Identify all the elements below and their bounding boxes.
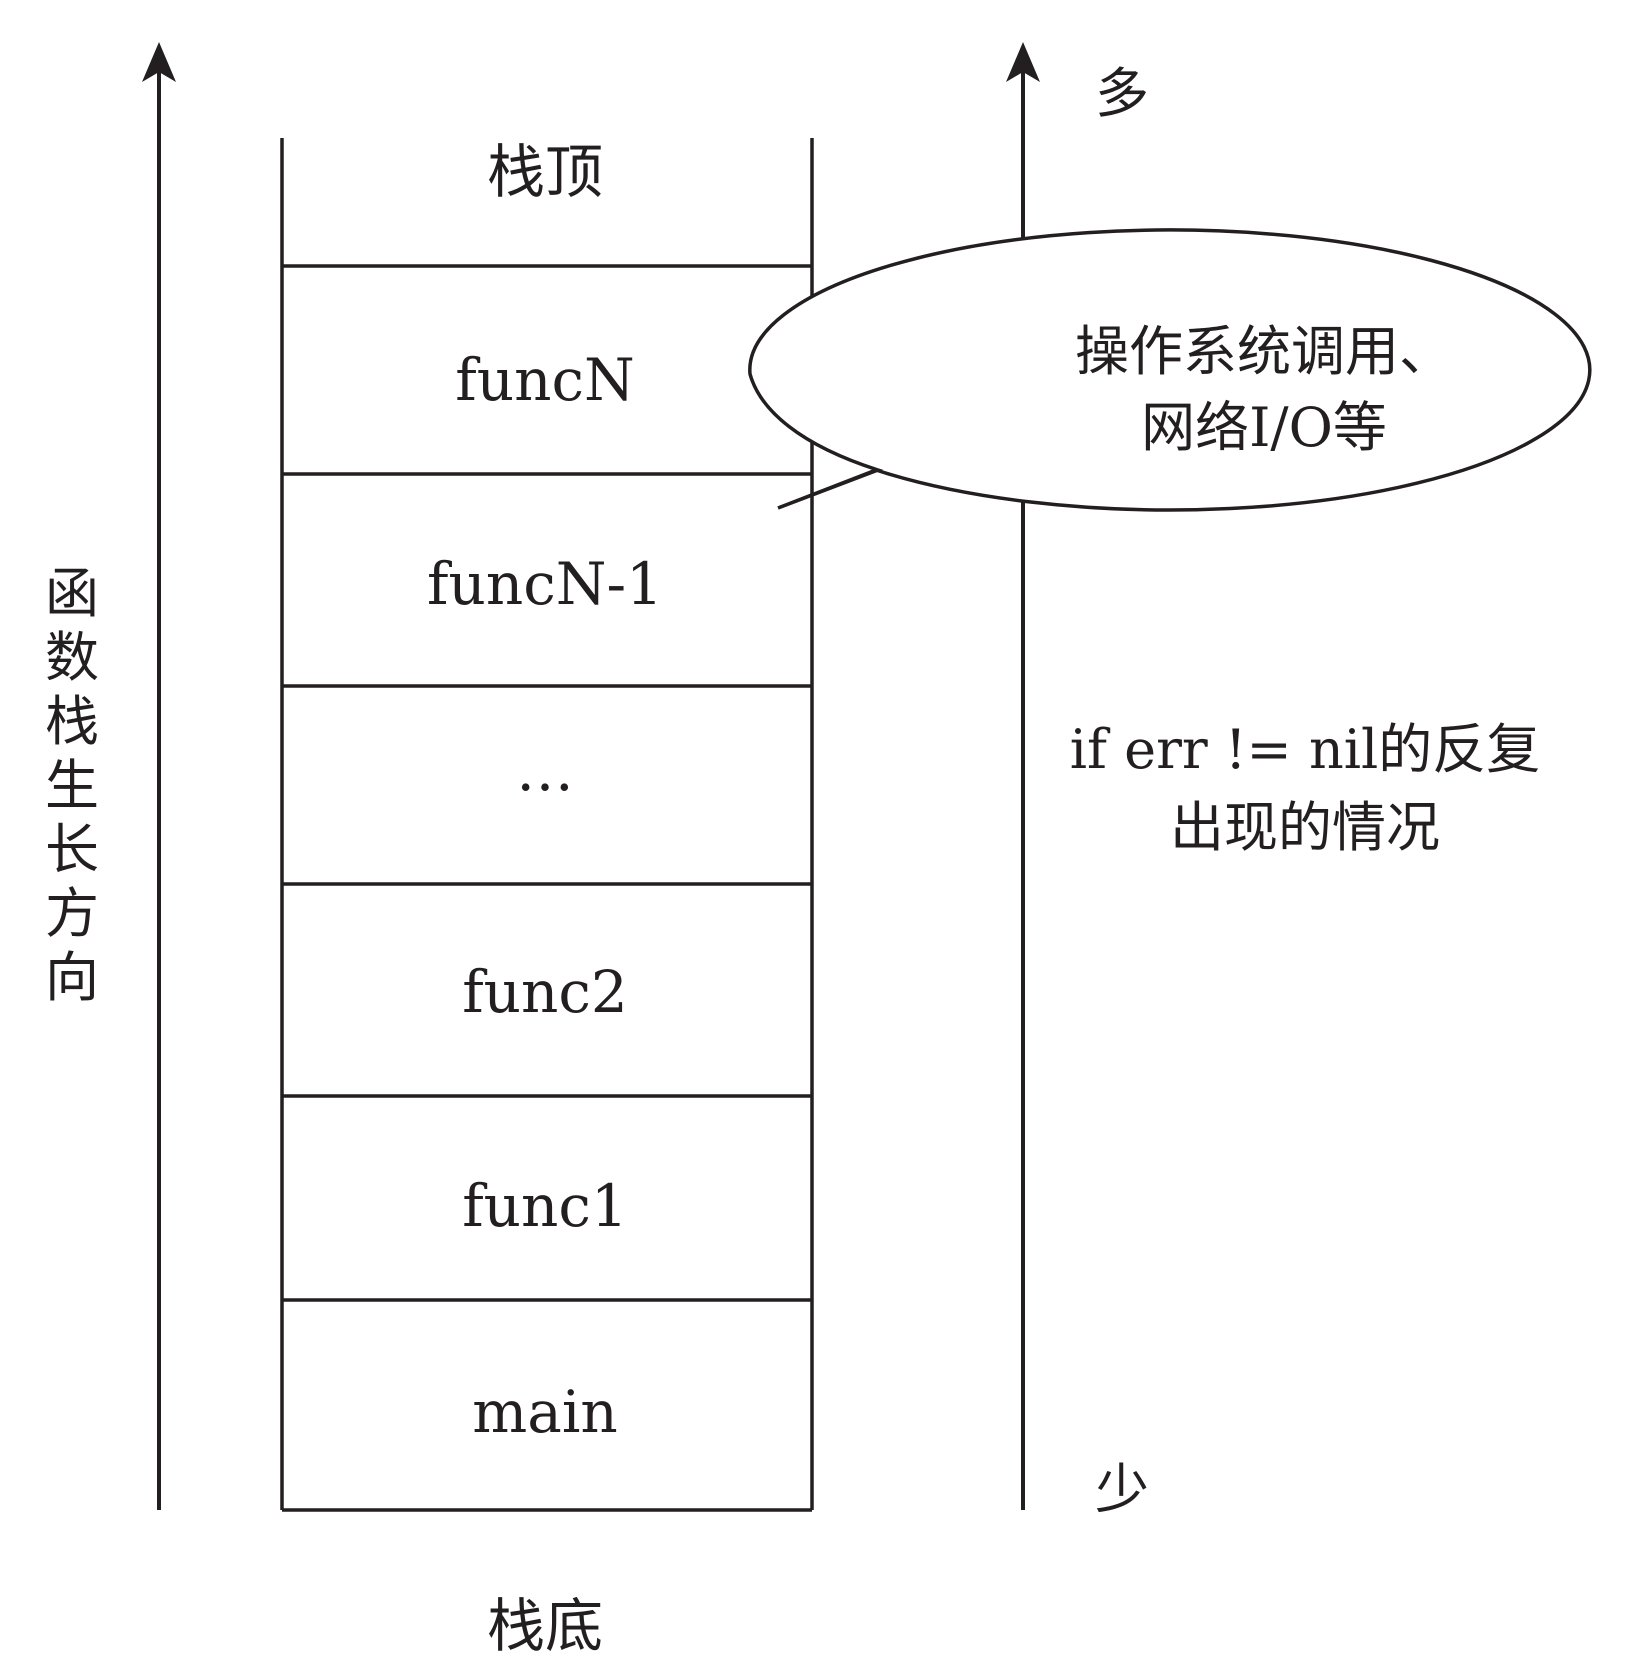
frequency-high-label: 多 xyxy=(1095,62,1149,125)
stack-frame-label: funcN xyxy=(455,346,634,414)
growth-label-char: 长 xyxy=(45,818,99,881)
callout-text-line1: 操作系统调用、 xyxy=(1075,320,1453,383)
stack-frame-label: funcN-1 xyxy=(427,550,663,618)
callout-bubble xyxy=(748,228,1592,512)
stack-frame-label: func1 xyxy=(462,1172,628,1240)
stack-frame-label: … xyxy=(516,736,574,804)
growth-label-char: 函 xyxy=(45,562,99,625)
growth-label-char: 向 xyxy=(45,946,99,1009)
callout-text-line2: 网络I/O等 xyxy=(1141,396,1387,459)
stack-growth-label: 函 数 栈 生 长 方 向 xyxy=(45,562,99,1009)
growth-label-char: 栈 xyxy=(45,690,99,753)
frequency-low-label: 少 xyxy=(1095,1458,1149,1521)
growth-label-char: 生 xyxy=(45,754,99,817)
note-text-line1: if err != nil的反复 xyxy=(1070,718,1541,781)
stack-frame-label: main xyxy=(472,1378,617,1446)
stack-growth-arrow xyxy=(142,42,176,1510)
stack-bottom-label: 栈底 xyxy=(487,1592,603,1660)
growth-label-char: 方 xyxy=(45,882,99,945)
stack-column xyxy=(280,138,814,1512)
growth-label-char: 数 xyxy=(45,626,99,689)
note-text-line2: 出现的情况 xyxy=(1170,796,1440,859)
stack-top-label: 栈顶 xyxy=(487,138,603,206)
stack-frame-label: func2 xyxy=(462,958,628,1026)
